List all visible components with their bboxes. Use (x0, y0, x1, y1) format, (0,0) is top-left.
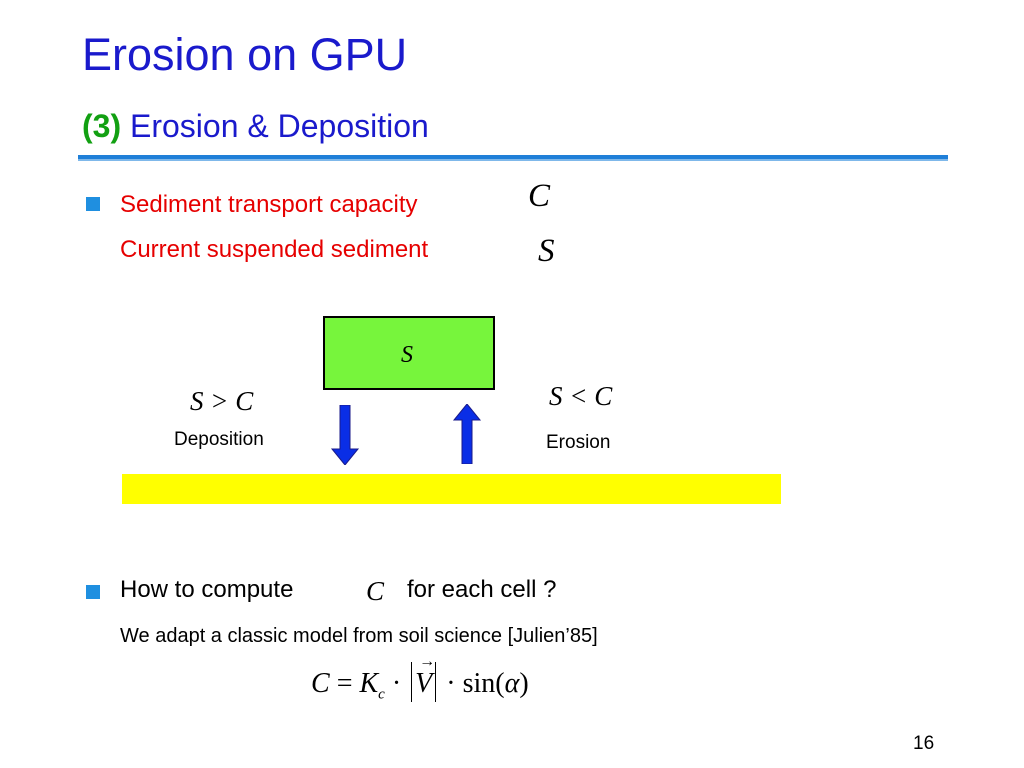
question-prefix: How to compute (120, 576, 294, 603)
bullet-square-icon (86, 585, 100, 599)
suspended-label: Current suspended sediment (120, 236, 429, 263)
suspended-symbol: S (538, 233, 555, 269)
subtitle-text: Erosion & Deposition (130, 108, 429, 144)
formula-vector: V (415, 654, 435, 698)
formula-arg: α (504, 668, 520, 699)
formula-equals: = (329, 668, 360, 699)
capacity-label: Sediment transport capacity (120, 191, 418, 218)
question-symbol: C (366, 576, 385, 606)
page-number: 16 (913, 733, 935, 754)
formula-lhs: C (311, 668, 330, 699)
formula-coef: K (359, 668, 379, 699)
formula-abs-left (411, 662, 413, 702)
arrow-down-icon (330, 405, 360, 465)
erosion-label: Erosion (546, 432, 611, 453)
capacity-formula: C = Kc · V · sin(α) (311, 654, 529, 703)
arrow-up-icon (452, 404, 482, 464)
formula-close: ) (519, 668, 529, 699)
slide-title: Erosion on GPU (82, 29, 408, 80)
title-divider (78, 155, 948, 161)
subtitle-number: (3) (82, 108, 122, 144)
sediment-box (323, 316, 495, 390)
erosion-condition: S < C (549, 381, 613, 411)
formula-abs-right (435, 662, 437, 702)
formula-fn: sin( (462, 668, 505, 699)
deposition-label: Deposition (174, 429, 264, 450)
bullet-square-icon (86, 197, 100, 211)
terrain-ground-bar (122, 474, 781, 504)
model-note: We adapt a classic model from soil scien… (120, 625, 598, 647)
question-suffix: for each cell ? (407, 576, 557, 603)
sediment-box-label: S (401, 342, 413, 368)
deposition-condition: S > C (190, 386, 254, 416)
formula-dot-1: · (384, 668, 409, 699)
formula-coef-sub: c (378, 686, 385, 703)
capacity-symbol: C (528, 178, 551, 214)
formula-dot-2: · (439, 668, 463, 699)
slide-subtitle: (3) Erosion & Deposition (82, 110, 429, 142)
